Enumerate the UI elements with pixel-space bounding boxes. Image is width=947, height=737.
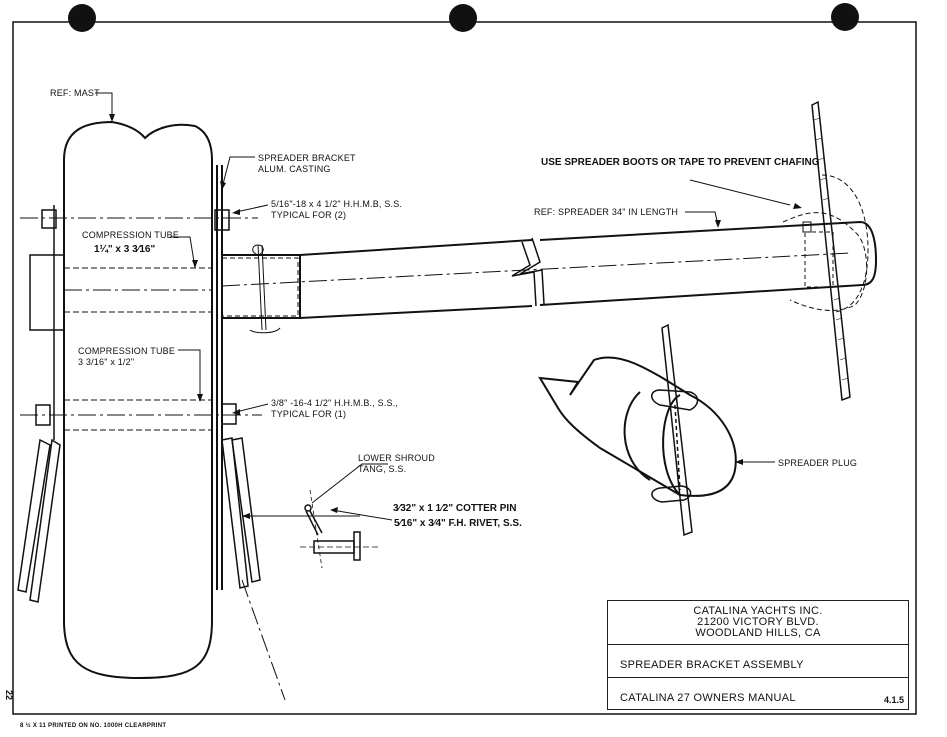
ref-mast-label: REF: MAST: [50, 88, 100, 98]
footer-note: 8 ½ X 11 PRINTED ON NO. 1000H CLEARPRINT: [20, 723, 167, 729]
lower-bolt-label: 3/8" -16-4 1/2" H.H.M.B., S.S.,: [271, 398, 399, 408]
binder-hole-right: [831, 3, 859, 31]
spreader-bracket-label: SPREADER BRACKET: [258, 153, 356, 163]
mast-outline: [63, 120, 213, 680]
spreader-bar: [222, 220, 878, 319]
spreader-boots-note: USE SPREADER BOOTS OR TAPE TO PREVENT CH…: [541, 157, 820, 168]
lower-shroud-label: LOWER SHROUD: [358, 453, 435, 463]
cotter-pin-label: 3⁄32" x 1 1⁄2" COTTER PIN: [393, 503, 517, 514]
binder-hole-center: [449, 4, 477, 32]
ref-spreader-label: REF: SPREADER 34" IN LENGTH: [534, 207, 679, 217]
lower-bolt-qty-label: TYPICAL FOR (1): [271, 409, 347, 419]
page-number: 22: [4, 690, 14, 701]
rivet-label: 5⁄16" x 3⁄4" F.H. RIVET, S.S.: [394, 518, 522, 529]
manual-title: CATALINA 27 OWNERS MANUAL: [620, 692, 796, 704]
upper-compression-tube-size: 1¼" x 3 3⁄16": [94, 244, 156, 255]
drawing-title: SPREADER BRACKET ASSEMBLY: [608, 645, 908, 678]
upper-bolt-label: 5/16"-18 x 4 1/2" H.H.M.B, S.S.: [271, 199, 403, 209]
company-info: CATALINA YACHTS INC. 21200 VICTORY BLVD.…: [608, 601, 908, 645]
company-city: WOODLAND HILLS, CA: [695, 627, 821, 639]
spreader-plug-label: SPREADER PLUG: [778, 458, 858, 468]
binder-hole-left: [68, 4, 96, 32]
company-address: 21200 VICTORY BLVD.: [697, 616, 819, 628]
upper-bolt-qty-label: TYPICAL FOR (2): [271, 210, 347, 220]
title-block: CATALINA YACHTS INC. 21200 VICTORY BLVD.…: [607, 600, 909, 710]
lower-shroud-tang-label: TANG, S.S.: [358, 464, 407, 474]
lower-compression-tube-size: 3 3/16" x 1/2": [78, 357, 135, 367]
drawing-number: 4.1.5: [883, 695, 904, 705]
company-name: CATALINA YACHTS INC.: [693, 605, 823, 617]
spreader-bracket-material-label: ALUM. CASTING: [258, 164, 331, 174]
upper-compression-tube-label: COMPRESSION TUBE: [82, 230, 180, 240]
spreader-plug-detail: [538, 356, 737, 497]
lower-compression-tube-label: COMPRESSION TUBE: [78, 346, 176, 356]
